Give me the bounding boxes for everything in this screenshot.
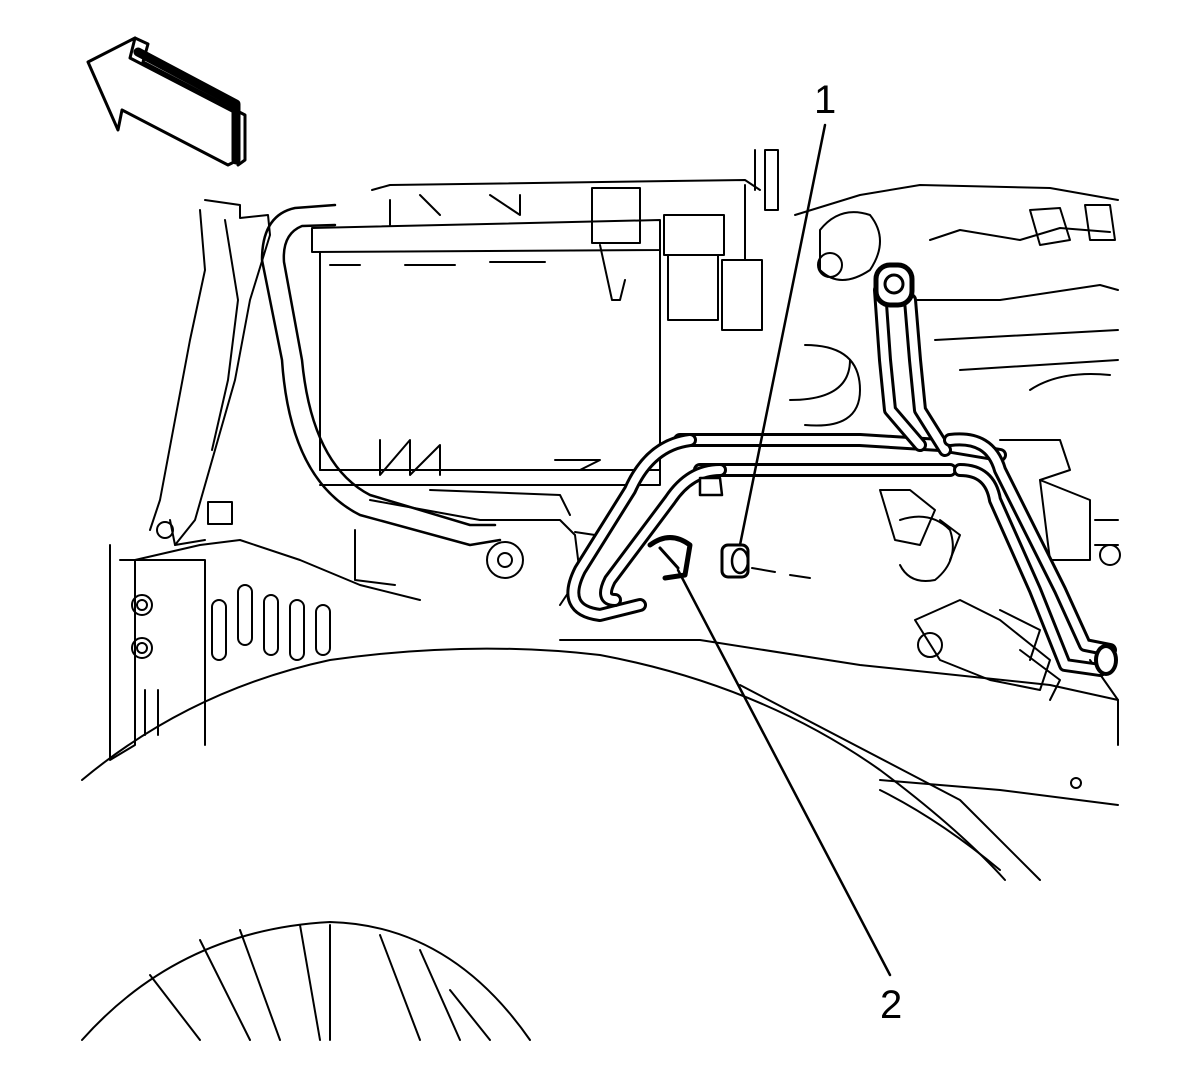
callout-leaders xyxy=(676,123,892,977)
leader-line-1 xyxy=(738,123,827,547)
heater-hose-assembly xyxy=(566,262,1118,677)
fan-shroud xyxy=(81,639,1119,881)
engine-components xyxy=(789,184,1121,746)
callout-label-2: 2 xyxy=(880,983,903,1027)
leader-line-2 xyxy=(676,568,892,977)
forward-arrow-icon xyxy=(86,36,247,167)
fastener-nut xyxy=(720,543,811,579)
radiator xyxy=(311,149,779,486)
callout-label-1: 1 xyxy=(814,78,837,122)
left-side-panel xyxy=(109,199,421,761)
lower-crossmember xyxy=(354,489,596,606)
upper-left-hose xyxy=(260,203,502,547)
cooling-fan xyxy=(81,921,531,1041)
